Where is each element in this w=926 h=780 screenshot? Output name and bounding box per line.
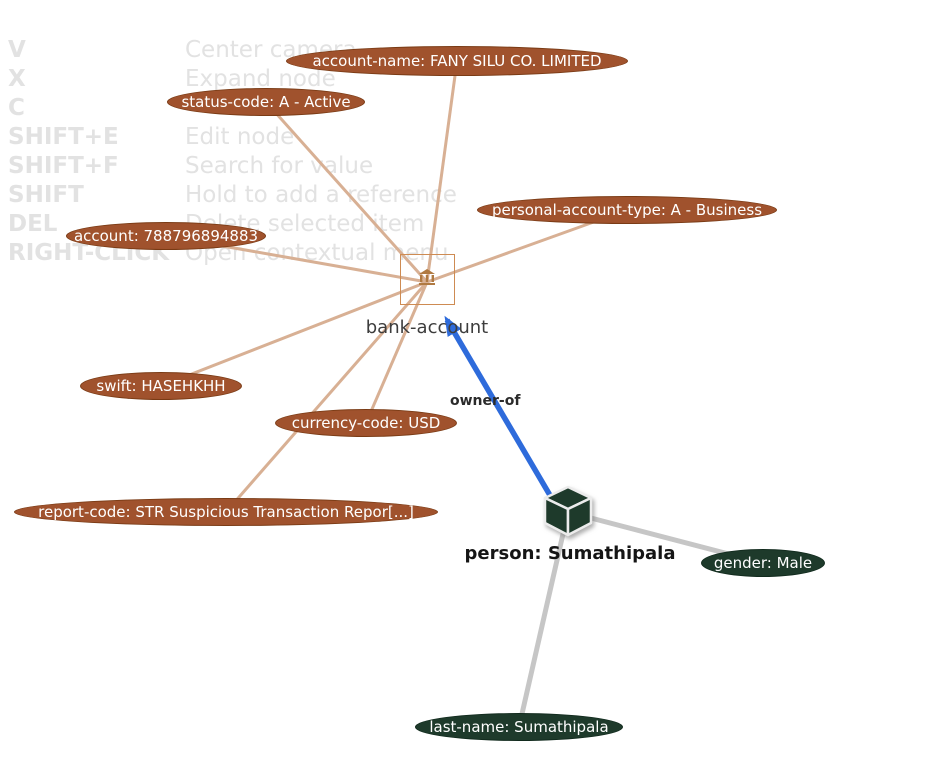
shortcut-key: C: [8, 95, 25, 121]
node-label-bank-account[interactable]: bank-account: [365, 317, 489, 338]
attribute-label: account: 788796894883: [73, 227, 259, 245]
attribute-label: swift: HASEHKHH: [96, 377, 226, 395]
attribute-ellipse-swift[interactable]: swift: HASEHKHH: [80, 372, 242, 400]
shortcut-key: V: [8, 37, 26, 63]
edge-bank-swift[interactable]: [160, 280, 428, 388]
attribute-label: personal-account-type: A - Business: [491, 201, 763, 219]
edge-person-last-name[interactable]: [516, 511, 571, 728]
attribute-ellipse-report-code[interactable]: report-code: STR Suspicious Transaction …: [14, 498, 438, 526]
attribute-label: account-name: FANY SILU CO. LIMITED: [312, 52, 602, 70]
shortcut-key: DEL: [8, 211, 58, 237]
person-cube-icon[interactable]: [539, 482, 597, 540]
edge-owner-of[interactable]: [444, 315, 554, 499]
attribute-ellipse-gender[interactable]: gender: Male: [701, 549, 825, 577]
edge-bank-currency-code[interactable]: [364, 281, 429, 424]
attribute-ellipse-last-name[interactable]: last-name: Sumathipala: [415, 713, 623, 741]
attribute-ellipse-personal-account-type[interactable]: personal-account-type: A - Business: [477, 196, 777, 224]
selection-box: [400, 254, 455, 305]
attribute-label: currency-code: USD: [291, 414, 441, 432]
shortcut-action: Hold to add a reference: [185, 182, 457, 208]
attribute-ellipse-status-code[interactable]: status-code: A - Active: [167, 88, 365, 116]
shortcut-row: SHIFT+F Search for value: [8, 152, 457, 181]
shortcut-key: SHIFT+E: [8, 124, 119, 150]
node-label-person[interactable]: person: Sumathipala: [464, 543, 676, 564]
shortcut-action: Edit node: [185, 124, 295, 150]
shortcut-row: SHIFT Hold to add a reference: [8, 181, 457, 210]
shortcut-row: C: [8, 94, 457, 123]
attribute-ellipse-currency-code[interactable]: currency-code: USD: [275, 409, 457, 437]
shortcut-key: SHIFT+F: [8, 153, 119, 179]
attribute-label: report-code: STR Suspicious Transaction …: [38, 503, 414, 521]
attribute-label: status-code: A - Active: [181, 93, 351, 111]
shortcut-key: X: [8, 66, 26, 92]
attribute-label: last-name: Sumathipala: [429, 718, 609, 736]
edge-bank-status-code[interactable]: [264, 100, 429, 284]
attribute-label: gender: Male: [713, 554, 813, 572]
edge-bank-report-code[interactable]: [224, 281, 429, 513]
bank-icon[interactable]: [418, 268, 436, 286]
shortcut-row: SHIFT+E Edit node: [8, 123, 457, 152]
attribute-ellipse-account[interactable]: account: 788796894883: [66, 222, 266, 250]
edge-bank-account-name[interactable]: [425, 60, 459, 283]
shortcut-key: SHIFT: [8, 182, 84, 208]
shortcut-action: Search for value: [185, 153, 374, 179]
edge-label-owner-of: owner-of: [450, 393, 521, 409]
attribute-ellipse-account-name[interactable]: account-name: FANY SILU CO. LIMITED: [286, 46, 628, 76]
